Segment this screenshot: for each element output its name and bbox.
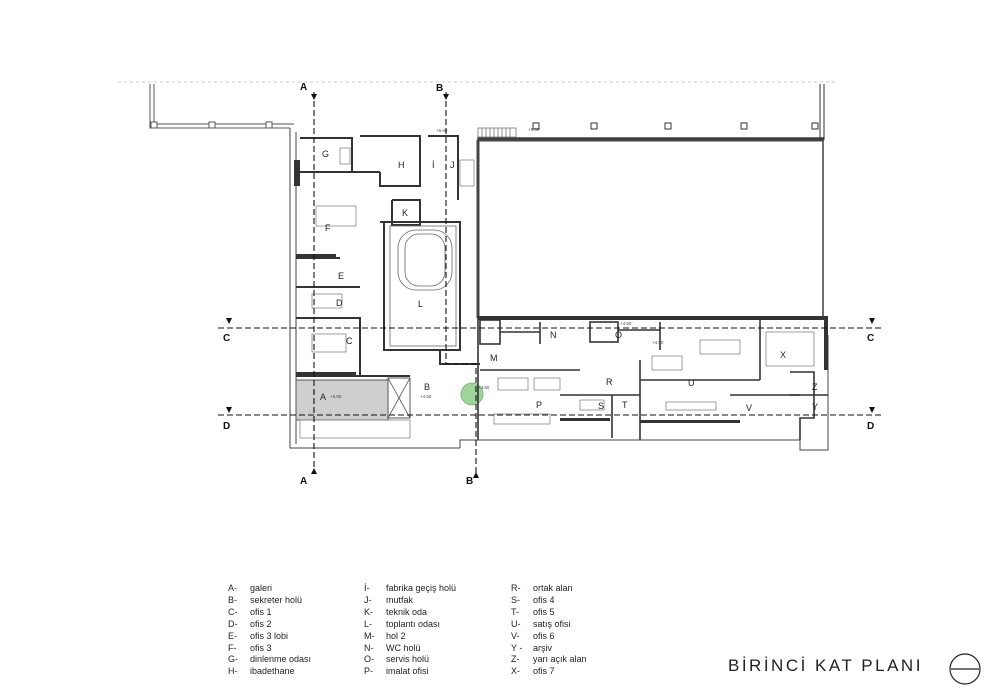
room-label-g: G	[322, 149, 329, 159]
ramp-hatch	[477, 127, 517, 138]
room-label-z: Z	[812, 382, 818, 392]
room-label-k: K	[402, 208, 408, 218]
room-label-y: Y	[812, 402, 818, 412]
legend-item: H-ibadethane	[228, 666, 295, 677]
room-label-l: L	[418, 299, 423, 309]
section-marker-b-bottom: B	[466, 476, 473, 487]
legend-item: B-sekreter holü	[228, 594, 303, 605]
lower-thick-walls	[478, 316, 828, 423]
legend-item: A-galeri	[228, 583, 273, 593]
room-label-m: M	[490, 353, 498, 363]
room-label-t: T	[622, 400, 628, 410]
level-mark: +5.60	[528, 127, 540, 132]
level-mark: +4.50	[620, 321, 632, 326]
room-label-v: V	[746, 403, 752, 413]
legend-item: E-ofis 3 lobi	[228, 630, 289, 641]
section-arrows	[226, 94, 875, 478]
section-marker-b-top: B	[436, 83, 443, 94]
meeting-table	[389, 225, 457, 347]
furniture	[311, 147, 815, 425]
legend-item: T-ofis 5	[511, 606, 555, 617]
room-label-o: O	[615, 330, 622, 340]
room-label-u: U	[688, 378, 695, 388]
legend-column-3: R-ortak alan S-ofis 4 T-ofis 5 U-satış o…	[511, 583, 587, 678]
room-label-n: N	[550, 330, 557, 340]
level-mark: +4.50	[652, 340, 664, 345]
thick-wall-marks	[294, 160, 356, 376]
level-mark: +4.50	[478, 385, 490, 390]
room-label-j: J	[450, 160, 455, 170]
legend-item: J-mutfak	[364, 594, 414, 605]
legend-item: Z-yarı açık alan	[511, 654, 587, 665]
section-marker-a-bottom: A	[300, 476, 307, 487]
room-label-x: X	[780, 350, 786, 360]
legend-item: U-satış ofisi	[511, 618, 571, 629]
legend-item: K-teknik oda	[364, 606, 428, 617]
legend-item: G-dinlenme odası	[228, 654, 312, 665]
section-line-b	[445, 92, 477, 478]
legend-item: O-servis holü	[364, 654, 430, 665]
legend-item: Y -arşiv	[511, 642, 553, 653]
legend-item: F-ofis 3	[228, 642, 272, 653]
room-label-i: İ	[432, 160, 435, 170]
room-label-c: C	[346, 336, 353, 346]
legend-item: M-hol 2	[364, 630, 406, 641]
legend-item: P-imalat ofisi	[364, 666, 429, 677]
legend-column-1: A-galeri B-sekreter holü C-ofis 1 D-ofis…	[228, 583, 311, 678]
terrace-outline	[149, 84, 294, 129]
room-label-h: H	[398, 160, 405, 170]
room-label-b: B	[424, 382, 430, 392]
legend-item: İ-fabrika geçiş holü	[364, 583, 457, 593]
legend-column-2: İ-fabrika geçiş holü J-mutfak K-teknik o…	[364, 583, 456, 678]
legend-item: C-ofis 1	[228, 606, 272, 617]
level-marks: +5.60 +5.60 +5.60 +4.50 +4.50 +4.50 +4.5…	[330, 127, 664, 399]
legend-item: S-ofis 4	[511, 594, 555, 605]
level-mark: +4.50	[420, 394, 432, 399]
room-label-p: P	[536, 400, 542, 410]
factory-hall	[476, 84, 825, 320]
north-arrow-icon	[949, 653, 981, 685]
room-label-d: D	[336, 298, 343, 308]
section-marker-d-left: D	[223, 421, 230, 432]
gallery-void	[295, 377, 411, 439]
legend-item: L-toplantı odası	[364, 618, 441, 629]
room-label-s: S	[598, 401, 604, 411]
level-mark: +5.60	[330, 394, 342, 399]
section-marker-a-top: A	[300, 82, 307, 93]
section-marker-c-right: C	[867, 333, 874, 344]
legend-item: R-ortak alan	[511, 583, 573, 593]
legend-item: D-ofis 2	[228, 618, 272, 629]
section-marker-c-left: C	[223, 333, 230, 344]
room-label-a: A	[320, 392, 326, 402]
legend-item: X-ofis 7	[511, 666, 555, 677]
room-label-r: R	[606, 377, 613, 387]
plan-title: BİRİNCİ KAT PLANI	[728, 656, 923, 675]
room-label-e: E	[338, 271, 344, 281]
section-marker-d-right: D	[867, 421, 874, 432]
room-label-f: F	[325, 223, 331, 233]
legend-item: N-WC holü	[364, 642, 421, 653]
interior-walls	[296, 135, 480, 377]
legend-item: V-ofis 6	[511, 630, 555, 641]
level-mark: +5.60	[436, 128, 448, 133]
